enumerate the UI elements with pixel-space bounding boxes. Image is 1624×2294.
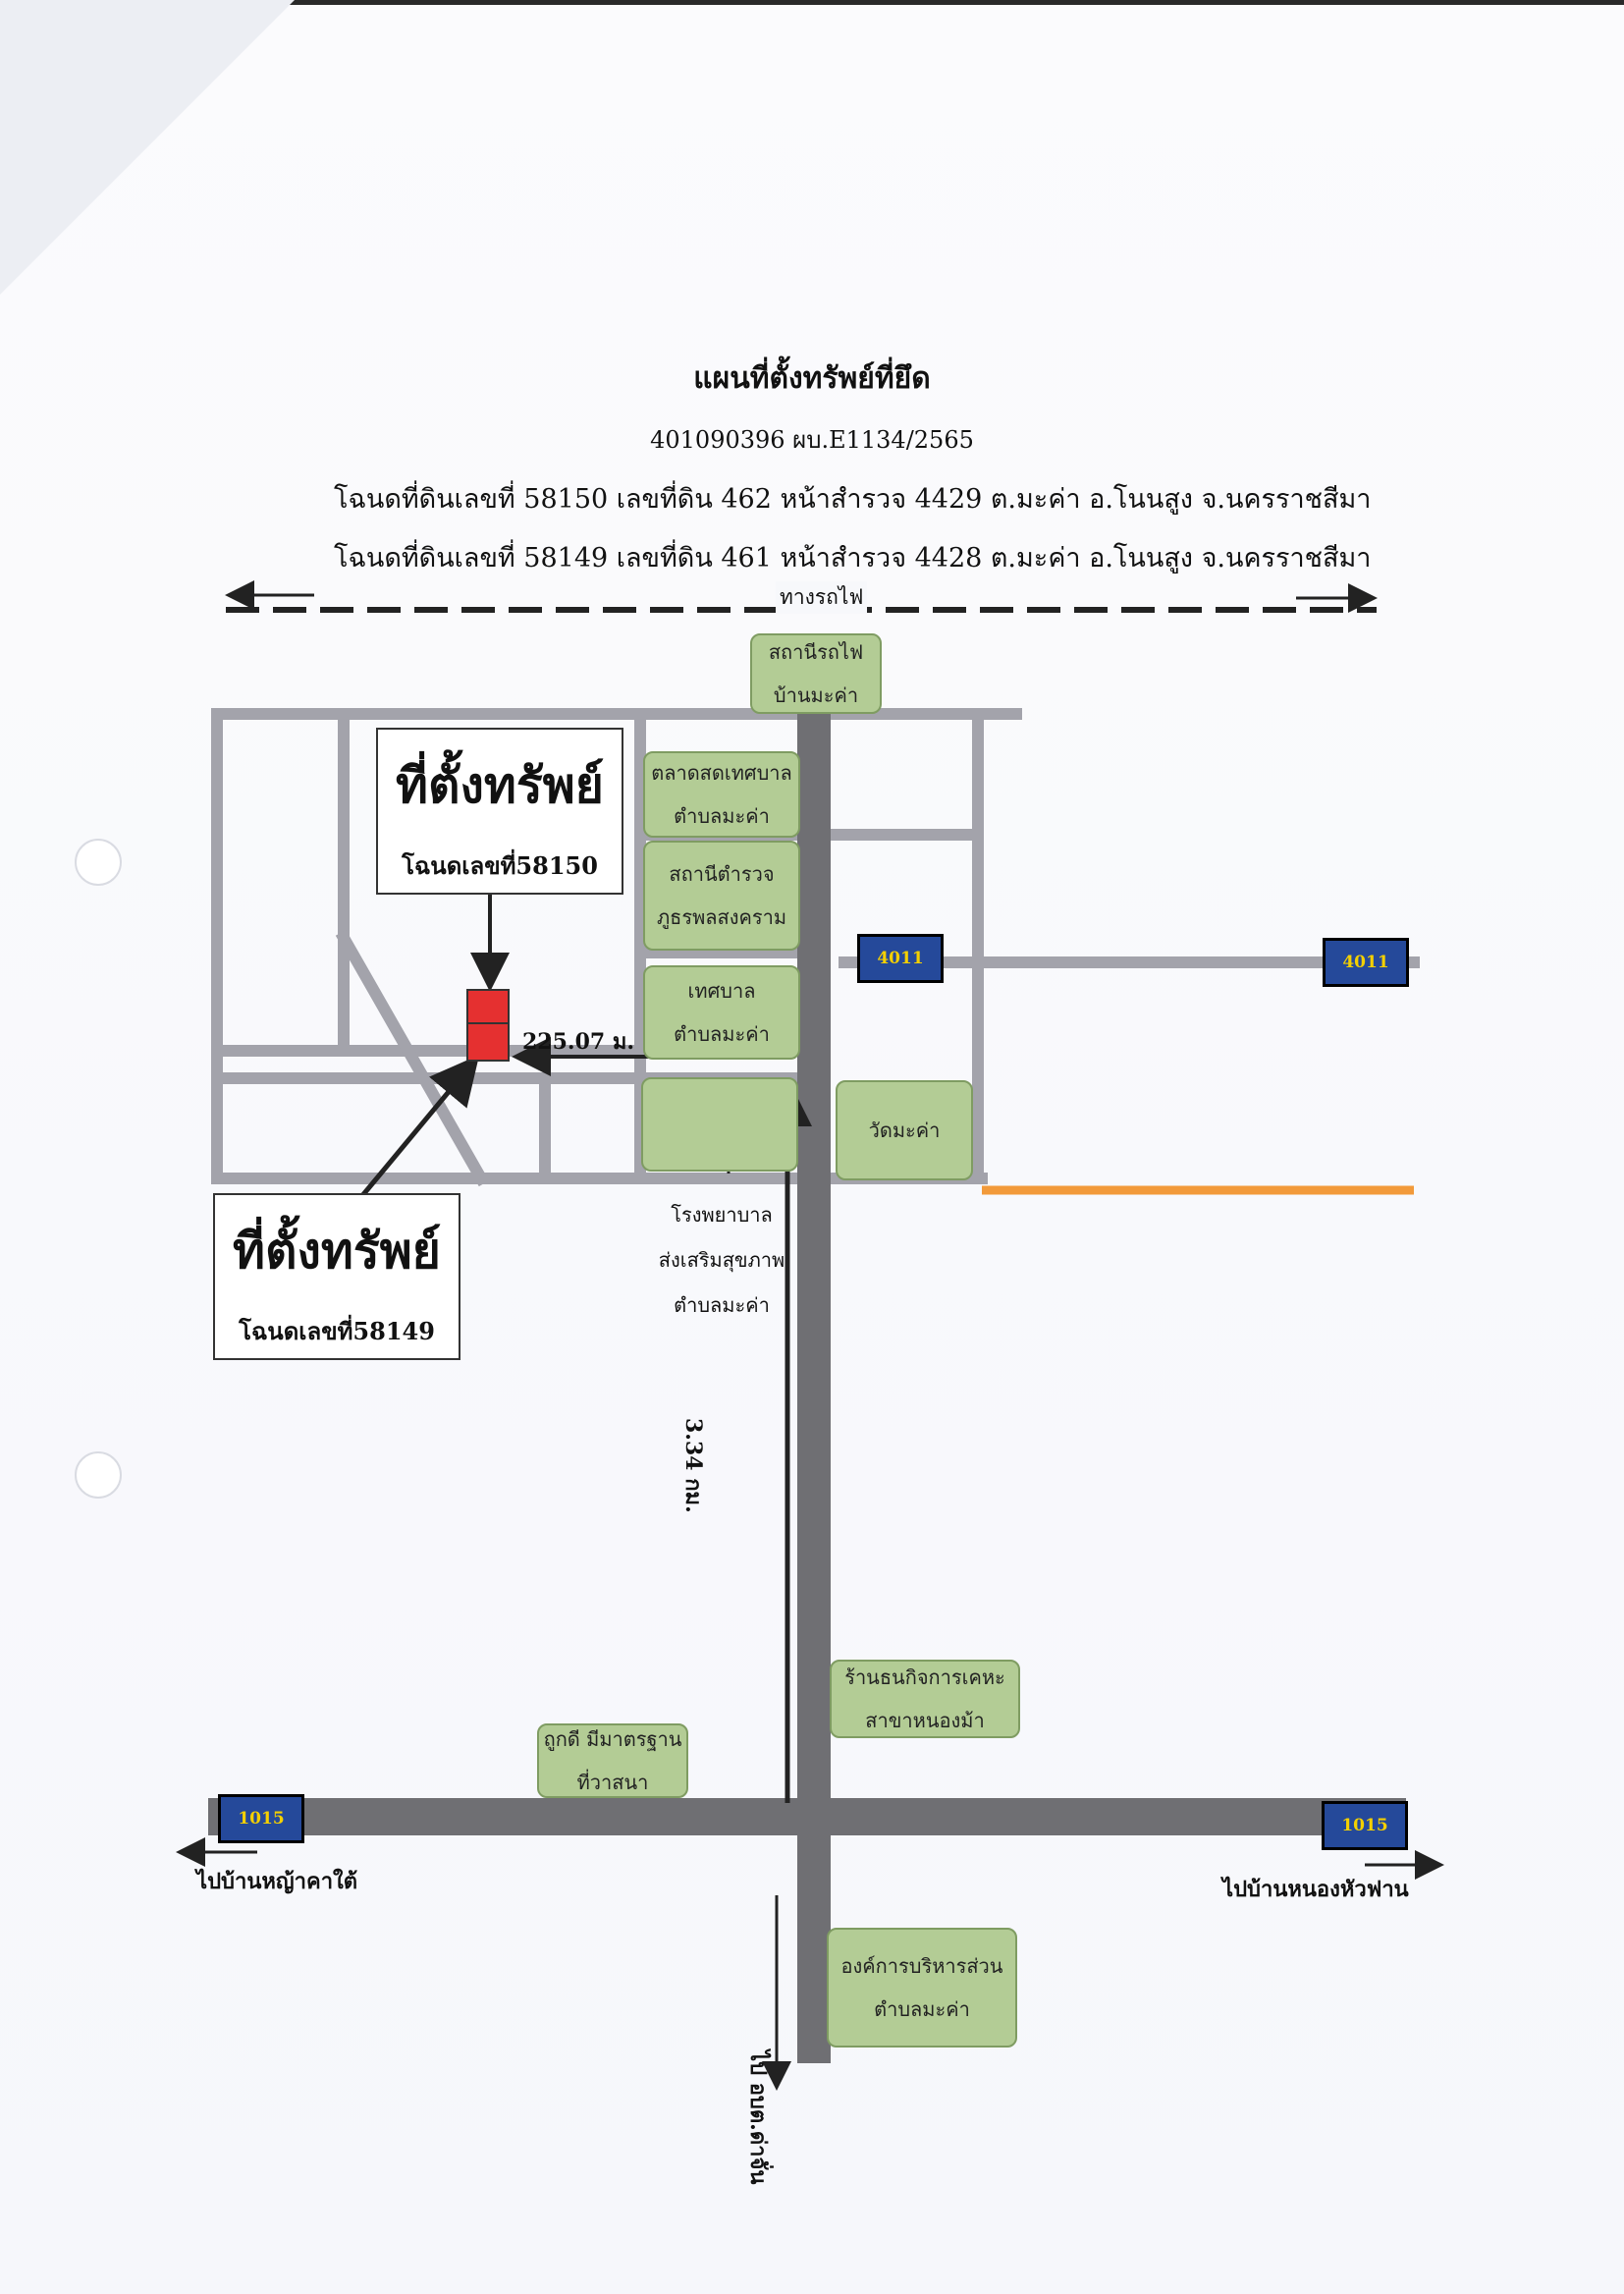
place-label: สถานีตำรวจ (669, 862, 775, 886)
place-label: วัดมะค่า (868, 1119, 941, 1142)
punch-hole-lower (75, 1451, 122, 1499)
direction-east-label: ไปบ้านหนองหัวฟาน (1222, 1877, 1409, 1902)
hospital-label-line: ส่งเสริมสุขภาพ (658, 1248, 785, 1272)
deed-line: โฉนดที่ดินเลขที่ 58149 เลขที่ดิน 461 หน้… (334, 543, 1372, 574)
property-marker-58150 (466, 989, 510, 1024)
place-label: ตำบลมะค่า (674, 804, 770, 828)
place-label: สาขาหนองม้า (865, 1709, 985, 1732)
route-shield-4011-east: 4011 (1323, 938, 1409, 987)
place-label: เทศบาล (687, 979, 756, 1003)
railway-label: ทางรถไฟ (776, 581, 868, 614)
page-top-edge (0, 0, 1624, 5)
place-market: ตลาดสดเทศบาล ตำบลมะค่า (643, 751, 800, 838)
place-hospital-block (641, 1077, 798, 1172)
property-marker-58149 (466, 1022, 510, 1062)
place-label: ตำบลมะค่า (674, 1022, 770, 1046)
main-road-vertical (797, 713, 831, 2063)
route-shield-1015-west: 1015 (218, 1794, 304, 1843)
hospital-label: โรงพยาบาล ส่งเสริมสุขภาพ ตำบลมะค่า (648, 1192, 795, 1328)
place-label: องค์การบริหารส่วน (840, 1954, 1003, 1978)
property-arrow-58149 (358, 1055, 480, 1200)
distance-main-road: 3.34 กม. (680, 1418, 706, 1513)
place-label: บ้านมะค่า (773, 683, 859, 707)
hospital-label-line: โรงพยาบาล (671, 1203, 773, 1227)
property-deed: โฉนดเลขที่58149 (239, 1317, 435, 1345)
document-title: แผนที่ตั้งทรัพย์ที่ยึด (693, 361, 931, 396)
place-sao: องค์การบริหารส่วน ตำบลมะค่า (827, 1928, 1017, 2048)
case-number: 401090396 ผบ.E1134/2565 (650, 426, 974, 454)
place-label: ตลาดสดเทศบาล (651, 761, 792, 785)
place-clinic: ถูกดี มีมาตรฐาน ที่วาสนา (537, 1723, 688, 1798)
direction-west-label: ไปบ้านหญ้าคาใต้ (196, 1869, 358, 1894)
property-title: ที่ตั้งทรัพย์ (233, 1222, 441, 1280)
property-deed: โฉนดเลขที่58150 (402, 851, 598, 880)
place-shop: ร้านธนกิจการเคหะ สาขาหนองม้า (830, 1660, 1020, 1738)
local-roads (211, 708, 1420, 1187)
road-1015 (208, 1798, 1406, 1835)
place-label: ภูธรพลสงคราม (656, 905, 787, 929)
place-label: สถานีรถไฟ (768, 640, 864, 664)
property-box-58150: ที่ตั้งทรัพย์ โฉนดเลขที่58150 (376, 728, 623, 895)
hospital-label-line: ตำบลมะค่า (674, 1293, 770, 1317)
place-label: ตำบลมะค่า (874, 1997, 970, 2021)
property-box-58149: ที่ตั้งทรัพย์ โฉนดเลขที่58149 (213, 1193, 460, 1360)
route-shield-4011-west: 4011 (857, 934, 944, 983)
folded-corner (0, 0, 295, 295)
place-temple: วัดมะค่า (836, 1080, 973, 1180)
place-police-station: สถานีตำรวจ ภูธรพลสงคราม (643, 841, 800, 951)
distance-to-property: 225.07 ม. (522, 1029, 635, 1055)
direction-south-label: ไป อบต.ด่าจั่น (745, 2050, 771, 2185)
route-shield-1015-east: 1015 (1322, 1801, 1408, 1850)
place-label: ที่วาสนา (576, 1771, 649, 1794)
place-label: ร้านธนกิจการเคหะ (844, 1666, 1005, 1689)
property-title: ที่ตั้งทรัพย์ (396, 756, 604, 814)
place-label: ถูกดี มีมาตรฐาน (543, 1727, 682, 1751)
punch-hole-upper (75, 839, 122, 886)
deed-line: โฉนดที่ดินเลขที่ 58150 เลขที่ดิน 462 หน้… (334, 484, 1372, 515)
place-railway-station: สถานีรถไฟ บ้านมะค่า (750, 633, 882, 714)
place-municipality: เทศบาล ตำบลมะค่า (643, 965, 800, 1060)
